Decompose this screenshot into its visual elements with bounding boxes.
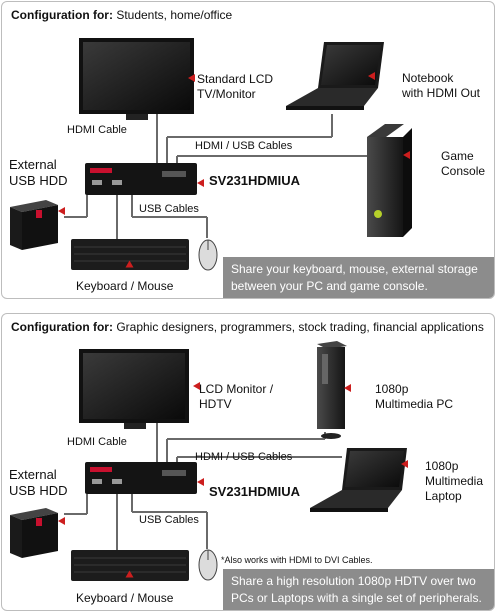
callout-arrow (58, 517, 65, 525)
callout-arrow (188, 74, 195, 82)
panel-heading: Configuration for: Students, home/office (11, 8, 233, 22)
lcd-monitor-graphic (79, 38, 194, 120)
callout-arrow (403, 151, 410, 159)
monitor-label: Standard LCD TV/Monitor (197, 72, 274, 101)
diagram-graphics (10, 341, 407, 581)
hdmi-cable-label: HDMI Cable (67, 124, 127, 136)
external-hdd-graphic (10, 508, 58, 558)
kvm-switch-graphic (85, 462, 197, 494)
mouse-graphic (198, 239, 218, 271)
callout-arrow (125, 570, 134, 578)
hdmi-usb-cables-label: HDMI / USB Cables (195, 451, 293, 463)
cable-lines (64, 422, 342, 550)
keyboard-mouse-label: Keyboard / Mouse (76, 591, 174, 605)
usb-cables-label: USB Cables (139, 514, 199, 526)
multimedia-pc-label: 1080p Multimedia PC (375, 382, 454, 411)
configuration-panel-students: Configuration for: Students, home/office (1, 1, 495, 299)
dvi-note: *Also works with HDMI to DVI Cables. (221, 555, 373, 565)
callout-arrow (197, 478, 204, 486)
switch-model-label: SV231HDMIUA (209, 173, 301, 188)
external-hdd-label: External USB HDD (9, 157, 68, 188)
monitor-label: LCD Monitor / HDTV (199, 382, 274, 411)
diagram-graphics (10, 38, 412, 271)
usb-cables-label: USB Cables (139, 203, 199, 215)
panel-heading: Configuration for: Graphic designers, pr… (11, 320, 484, 334)
mouse-graphic (198, 549, 218, 581)
keyboard-mouse-label: Keyboard / Mouse (76, 279, 174, 293)
callout-arrow (58, 207, 65, 215)
callout-arrow (125, 260, 134, 268)
external-hdd-label: External USB HDD (9, 467, 68, 498)
game-console-label: Game Console (441, 149, 486, 178)
kvm-switch-graphic (85, 163, 197, 195)
configuration-panel-graphic-designers: Configuration for: Graphic designers, pr… (1, 313, 495, 611)
caption-box: Share your keyboard, mouse, external sto… (223, 257, 494, 298)
multimedia-pc-graphic (317, 341, 347, 439)
hdmi-usb-cables-label: HDMI / USB Cables (195, 140, 293, 152)
callout-arrow (193, 382, 200, 390)
keyboard-graphic (71, 239, 189, 270)
switch-model-label: SV231HDMIUA (209, 484, 301, 499)
notebook-graphic (286, 42, 384, 110)
multimedia-laptop-label: 1080p Multimedia Laptop (425, 459, 484, 503)
callout-arrow (368, 72, 375, 80)
cable-lines (64, 114, 367, 240)
caption-box: Share a high resolution 1080p HDTV over … (223, 569, 494, 610)
lcd-monitor-graphic (79, 349, 189, 429)
notebook-label: Notebook with HDMI Out (402, 71, 481, 100)
callout-arrow (401, 460, 408, 468)
callout-arrow (197, 179, 204, 187)
game-console-graphic (367, 124, 412, 237)
callout-arrow (344, 384, 351, 392)
hdmi-cable-label: HDMI Cable (67, 436, 127, 448)
keyboard-graphic (71, 550, 189, 581)
multimedia-laptop-graphic (310, 448, 407, 512)
external-hdd-graphic (10, 200, 58, 250)
